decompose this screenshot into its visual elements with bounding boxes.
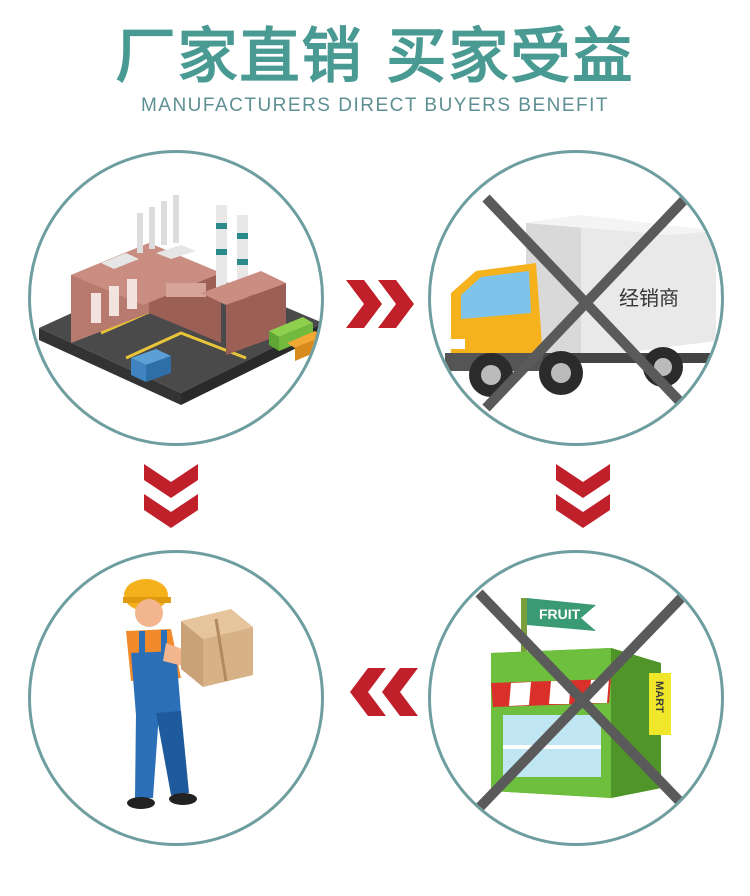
- cross-icon: [482, 194, 690, 412]
- store-sign: FRUIT: [539, 606, 581, 622]
- store-side-sign: MART: [653, 681, 665, 713]
- fruit-store-circle: FRUIT MART: [428, 550, 724, 846]
- factory-circle: [28, 150, 324, 446]
- store-icon: FRUIT MART: [491, 598, 671, 798]
- delivery-worker-icon: [123, 579, 253, 809]
- truck-label: 经销商: [619, 286, 679, 310]
- arrow-down-right: [556, 464, 610, 528]
- factory-icon: [39, 195, 321, 405]
- buyer-circle: [28, 550, 324, 846]
- arrow-left: [350, 668, 418, 716]
- arrow-down-left: [144, 464, 198, 528]
- distributor-truck-circle: 经销商: [428, 150, 724, 446]
- page-subtitle: MANUFACTURERS DIRECT BUYERS BENEFIT: [140, 95, 610, 116]
- arrow-right: [346, 280, 414, 328]
- cross-icon: [475, 589, 690, 812]
- truck-icon: 经销商: [445, 215, 718, 397]
- page-title: 厂家直销 买家受益: [115, 22, 635, 92]
